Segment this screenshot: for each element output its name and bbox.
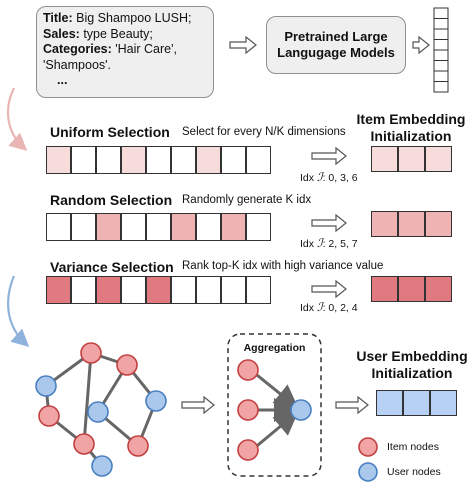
item-node xyxy=(116,354,138,376)
uniform-idx: Idx ℐ: 0, 3, 6 xyxy=(300,170,358,184)
vector-cell xyxy=(171,146,196,174)
random-selection-title: Random Selection xyxy=(50,192,173,208)
embedding-cell xyxy=(398,146,425,172)
user-node xyxy=(91,455,113,477)
embedding-cell xyxy=(425,211,452,237)
vector-cell xyxy=(196,276,221,304)
llm-output-vector xyxy=(433,7,449,93)
item-node xyxy=(38,405,60,427)
hollow-arrow-icon xyxy=(181,35,430,415)
vector-cell xyxy=(71,146,96,174)
legend-item-nodes: Item nodes xyxy=(387,441,439,453)
vector-cell xyxy=(96,146,121,174)
vector-cell xyxy=(121,146,146,174)
variance-idx: Idx ℐ: 0, 2, 4 xyxy=(300,300,358,314)
legend-user-nodes: User nodes xyxy=(387,466,441,478)
vector-cell xyxy=(121,213,146,241)
vector-cell xyxy=(221,276,246,304)
embedding-cell xyxy=(425,146,452,172)
embedding-cell xyxy=(371,276,398,302)
vector-cell xyxy=(96,213,121,241)
vector-cell xyxy=(146,276,171,304)
vector-cell xyxy=(246,146,271,174)
curved-arrow-blue-icon xyxy=(7,275,30,347)
user-node xyxy=(35,375,57,397)
embedding-cell xyxy=(398,211,425,237)
vector-cell xyxy=(46,146,71,174)
uniform-selection-title: Uniform Selection xyxy=(50,124,170,140)
vector-cell xyxy=(221,213,246,241)
vector-cell xyxy=(246,276,271,304)
embedding-cell xyxy=(425,276,452,302)
user-embedding-cell xyxy=(376,390,403,416)
graph-nodes xyxy=(35,342,378,482)
embedding-cell xyxy=(371,211,398,237)
embedding-cell xyxy=(371,146,398,172)
embedding-cell xyxy=(398,276,425,302)
vector-cell xyxy=(246,213,271,241)
item-node xyxy=(73,433,95,455)
vector-cell xyxy=(196,213,221,241)
variance-selection-desc: Rank top-K idx with high variance value xyxy=(182,260,384,272)
legend-user-node-icon xyxy=(358,462,378,482)
vector-cell xyxy=(171,213,196,241)
vector-cell xyxy=(121,276,146,304)
user-embedding-title: User Embedding Initialization xyxy=(356,348,468,381)
user-embedding-cell xyxy=(430,390,457,416)
item-node xyxy=(237,439,259,461)
vector-cell xyxy=(221,146,246,174)
user-node xyxy=(290,399,312,421)
vector-cell xyxy=(96,276,121,304)
vector-cell xyxy=(71,213,96,241)
item-embedding-title: Item Embedding Initialization xyxy=(356,111,466,144)
vector-cell xyxy=(196,146,221,174)
variance-selection-title: Variance Selection xyxy=(50,259,174,275)
user-node xyxy=(87,401,109,423)
item-node xyxy=(127,435,149,457)
item-node xyxy=(80,342,102,364)
item-metadata-box: Title: Big Shampoo LUSH; Sales: type Bea… xyxy=(36,6,214,98)
random-selection-desc: Randomly generate K idx xyxy=(182,194,312,206)
uniform-selection-desc: Select for every N/K dimensions xyxy=(182,126,346,138)
user-node xyxy=(145,390,167,412)
aggregation-box xyxy=(227,333,322,477)
random-idx: Idx ℐ: 2, 5, 7 xyxy=(300,236,358,250)
vector-cell xyxy=(46,213,71,241)
user-embedding-cell xyxy=(403,390,430,416)
legend-item-node-icon xyxy=(358,437,378,457)
item-node xyxy=(237,359,259,381)
item-node xyxy=(237,399,259,421)
vector-cell xyxy=(171,276,196,304)
curved-arrow-pink-icon xyxy=(7,87,28,151)
vector-cell xyxy=(146,146,171,174)
aggregation-label: Aggregation xyxy=(243,342,306,354)
vector-cell xyxy=(146,213,171,241)
vector-cell xyxy=(71,276,96,304)
vector-cell xyxy=(46,276,71,304)
